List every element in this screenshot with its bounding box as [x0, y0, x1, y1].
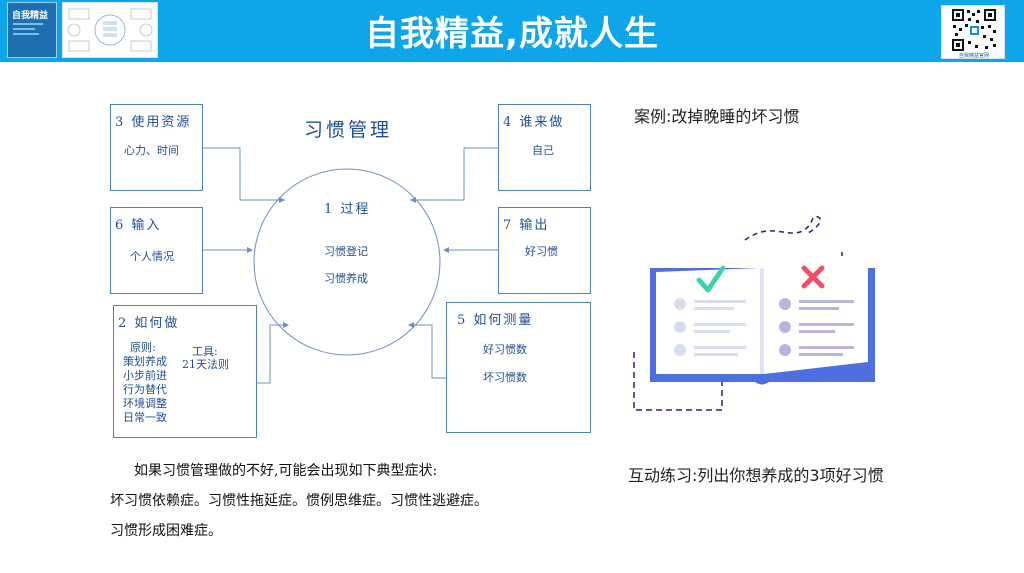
box-how: 2 如何做 原则: 工具: 21天法则 策划养成 小步前进 行为替代 环境调整 … [113, 305, 257, 438]
diagram-thumbnail [62, 2, 158, 58]
box-subtitle: 好习惯 [525, 245, 558, 258]
box-title: 4 谁来做 [503, 115, 565, 130]
connector-measure [410, 324, 446, 379]
box-output: 7 输出 好习惯 [498, 207, 591, 294]
symptoms-intro: 如果习惯管理做的不好,可能会出现如下典型症状: [134, 463, 438, 479]
principle-item: 环境调整 [123, 397, 167, 410]
header-bar: 自我精益 自我精益,成就人生 [0, 0, 1024, 62]
box-subtitle: 好习惯数 [483, 343, 527, 356]
open-book-icon [633, 215, 875, 411]
check-icon [696, 265, 726, 293]
box-subtitle: 坏习惯数 [483, 371, 527, 384]
box-subtitle: 个人情况 [130, 250, 174, 263]
principle-item: 行为替代 [123, 383, 167, 396]
process-item: 习惯登记 [324, 245, 368, 258]
process-item: 习惯养成 [324, 272, 368, 285]
box-title: 5 如何测量 [457, 313, 534, 328]
box-title: 2 如何做 [118, 316, 180, 331]
symptoms-list: 坏习惯依赖症。习惯性拖延症。惯例思维症。习惯性逃避症。 [110, 493, 488, 509]
arrowhead [410, 197, 416, 203]
qr-code-icon [941, 5, 1005, 59]
box-who: 4 谁来做 自己 [498, 104, 591, 191]
book-cover-line [13, 33, 39, 35]
case-title: 案例:改掉晚睡的坏习惯 [634, 107, 800, 126]
book-cover-line [13, 23, 43, 25]
principle-item: 策划养成 [123, 355, 167, 368]
principle-item: 小步前进 [123, 369, 167, 382]
arrowhead [247, 247, 253, 253]
box-subtitle: 心力、时间 [124, 144, 179, 157]
book-cover-line [13, 28, 35, 30]
box-input: 6 输入 个人情况 [110, 207, 203, 294]
exercise-title: 互动练习:列出你想养成的3项好习惯 [628, 466, 884, 485]
process-circle [253, 168, 441, 356]
tool-value: 21天法则 [182, 358, 229, 371]
process-title: 1 过程 [324, 202, 371, 217]
connector-how [257, 324, 287, 384]
book-cover-title: 自我精益 [12, 11, 49, 21]
symptoms-list-cont: 习惯形成困难症。 [110, 523, 222, 539]
box-title: 6 输入 [115, 218, 162, 233]
cross-icon [801, 265, 825, 289]
arrowhead [408, 322, 414, 328]
box-subtitle: 自己 [532, 144, 554, 157]
arrowhead [283, 322, 289, 328]
arrowhead [443, 247, 449, 253]
arrowhead [279, 197, 285, 203]
connector-resources [202, 147, 285, 201]
qr-caption: 自我精益官网 [958, 53, 989, 59]
book-cover-thumbnail: 自我精益 [7, 2, 57, 58]
diagram-title: 习惯管理 [304, 119, 393, 141]
page-title: 自我精益,成就人生 [365, 14, 659, 54]
connector-who [410, 147, 498, 201]
principle-label: 原则: [130, 341, 156, 354]
box-title: 7 输出 [503, 218, 550, 233]
principle-item: 日常一致 [123, 411, 167, 424]
box-measure: 5 如何测量 好习惯数 坏习惯数 [446, 302, 591, 433]
tool-label: 工具: [192, 345, 218, 358]
box-resources: 3 使用资源 心力、时间 [110, 104, 203, 191]
box-title: 3 使用资源 [115, 115, 192, 130]
